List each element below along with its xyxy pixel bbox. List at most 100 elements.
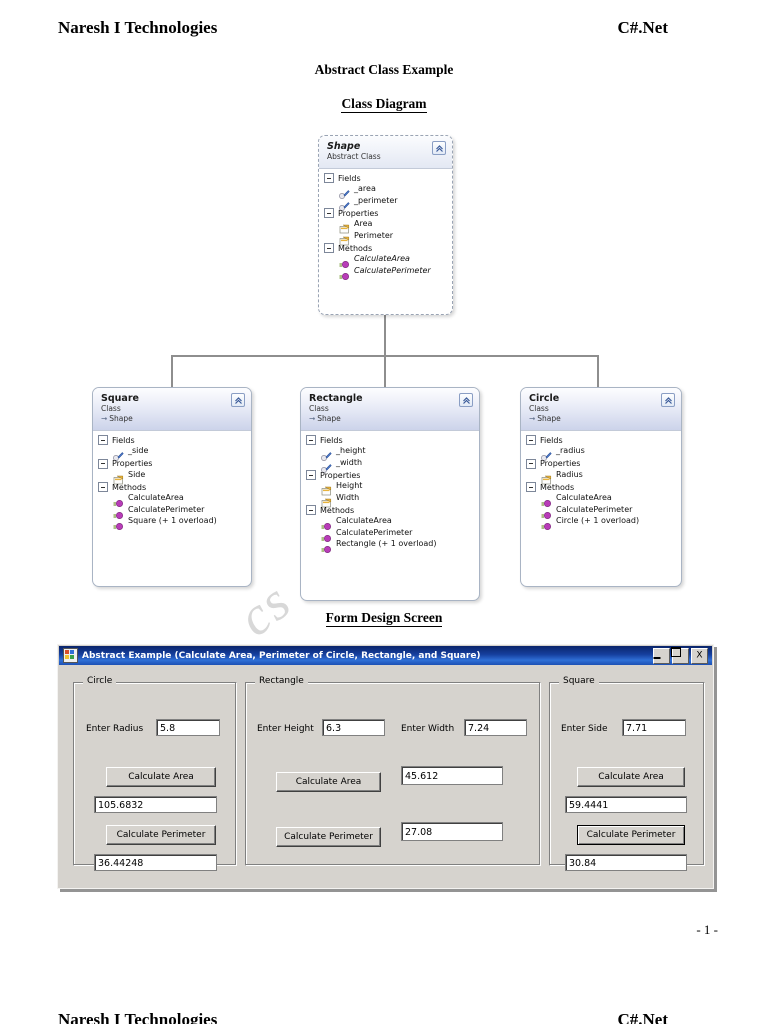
member-label: Radius	[556, 469, 583, 479]
member-label: _height	[336, 446, 366, 455]
member-row[interactable]: CalculatePerimeter	[319, 266, 452, 280]
class-name: Rectangle	[309, 393, 363, 404]
groupbox-circle: Circle Enter Radius 5.8 Calculate Area 1…	[73, 676, 237, 871]
expander-icon[interactable]	[324, 173, 334, 183]
expander-icon[interactable]	[526, 458, 536, 469]
expander-icon[interactable]	[98, 458, 108, 469]
button-square-area[interactable]: Calculate Area	[577, 767, 685, 787]
section-label: Fields	[320, 435, 343, 445]
expander-icon[interactable]	[306, 505, 316, 515]
output-rectangle-perimeter[interactable]: 27.08	[401, 822, 503, 841]
section-label: Methods	[338, 243, 373, 253]
minimize-button[interactable]	[653, 647, 670, 664]
expander-icon[interactable]	[526, 482, 536, 492]
button-square-perimeter[interactable]: Calculate Perimeter	[577, 825, 685, 845]
member-row[interactable]: CalculatePerimeter	[301, 528, 479, 542]
member-row[interactable]: CalculateArea	[521, 493, 681, 508]
button-rectangle-perimeter[interactable]: Calculate Perimeter	[276, 827, 381, 847]
input-width[interactable]: 7.24	[464, 719, 527, 736]
output-square-area[interactable]: 59.4441	[565, 796, 687, 813]
output-circle-area[interactable]: 105.6832	[94, 796, 217, 813]
input-side[interactable]: 7.71	[622, 719, 686, 736]
section-properties[interactable]: Properties	[93, 458, 251, 470]
expander-icon[interactable]	[306, 470, 316, 480]
section-methods[interactable]: Methods	[319, 242, 452, 254]
section-methods[interactable]: Methods	[301, 504, 479, 516]
button-rectangle-area[interactable]: Calculate Area	[276, 772, 381, 792]
expander-icon[interactable]	[324, 243, 334, 253]
class-box-rectangle[interactable]: Rectangle Class ⇾Shape Fields _height	[300, 387, 480, 601]
button-circle-perimeter[interactable]: Calculate Perimeter	[106, 825, 216, 845]
section-methods[interactable]: Methods	[93, 481, 251, 493]
member-row[interactable]: CalculateArea	[301, 516, 479, 531]
member-row[interactable]: _side	[93, 446, 251, 462]
section-properties[interactable]: Properties	[319, 207, 452, 219]
member-label: Circle (+ 1 overload)	[556, 516, 640, 525]
output-square-perimeter[interactable]: 30.84	[565, 854, 687, 871]
member-label: Area	[354, 219, 373, 228]
section-methods[interactable]: Methods	[521, 481, 681, 493]
member-row[interactable]: Width	[301, 493, 479, 508]
member-row[interactable]: Area	[319, 219, 452, 234]
class-box-square[interactable]: Square Class ⇾Shape Fields _side	[92, 387, 252, 587]
output-circle-perimeter[interactable]: 36.44248	[94, 854, 217, 871]
member-row[interactable]: Radius	[521, 469, 681, 485]
member-row[interactable]: _area	[319, 184, 452, 200]
class-box-circle[interactable]: Circle Class ⇾Shape Fields _radius	[520, 387, 682, 587]
member-row[interactable]: CalculateArea	[319, 254, 452, 269]
section-fields[interactable]: Fields	[93, 434, 251, 446]
member-row[interactable]: Rectangle (+ 1 overload)	[301, 539, 479, 554]
field-icon	[339, 184, 350, 200]
button-circle-area[interactable]: Calculate Area	[106, 767, 216, 787]
section-properties[interactable]: Properties	[521, 458, 681, 470]
section-fields[interactable]: Fields	[521, 434, 681, 446]
member-row[interactable]: _height	[301, 446, 479, 462]
property-icon	[321, 481, 332, 496]
close-button[interactable]: X	[691, 647, 708, 664]
member-row[interactable]: Height	[301, 481, 479, 496]
expander-icon[interactable]	[324, 208, 334, 218]
collapse-icon[interactable]	[661, 393, 675, 407]
member-row[interactable]: _width	[301, 458, 479, 473]
application-window: Abstract Example (Calculate Area, Perime…	[57, 644, 714, 889]
member-row[interactable]: Circle (+ 1 overload)	[521, 516, 681, 531]
member-label: CalculateArea	[336, 516, 392, 525]
member-row[interactable]: Side	[93, 470, 251, 485]
member-row[interactable]: _radius	[521, 446, 681, 462]
class-name: Circle	[529, 393, 560, 404]
class-kind: Class	[529, 404, 549, 413]
section-label: Properties	[338, 208, 379, 218]
label-enter-width: Enter Width	[401, 724, 455, 734]
class-base-label: Shape	[317, 414, 341, 423]
expander-icon[interactable]	[98, 482, 108, 492]
member-row[interactable]: Square (+ 1 overload)	[93, 516, 251, 531]
method-icon	[541, 516, 552, 531]
connector-drop-rectangle	[384, 355, 386, 387]
section-fields[interactable]: Fields	[301, 434, 479, 446]
output-rectangle-area[interactable]: 45.612	[401, 766, 503, 785]
window-titlebar[interactable]: Abstract Example (Calculate Area, Perime…	[59, 646, 712, 665]
collapse-icon[interactable]	[459, 393, 473, 407]
class-body-circle: Fields _radius Properties Radius Methods	[521, 431, 681, 533]
member-label: CalculateArea	[354, 254, 410, 263]
input-radius[interactable]: 5.8	[156, 719, 220, 736]
class-box-shape[interactable]: Shape Abstract Class Fields _area _perim…	[318, 135, 453, 315]
collapse-icon[interactable]	[432, 141, 446, 155]
member-row[interactable]: _perimeter	[319, 196, 452, 211]
section-properties[interactable]: Properties	[301, 469, 479, 481]
expander-icon[interactable]	[526, 435, 536, 445]
groupbox-rectangle: Rectangle Enter Height 6.3 Enter Width 7…	[245, 676, 541, 866]
expander-icon[interactable]	[98, 435, 108, 445]
section-fields[interactable]: Fields	[319, 172, 452, 184]
member-row[interactable]: CalculateArea	[93, 493, 251, 508]
member-row[interactable]: CalculatePerimeter	[93, 505, 251, 519]
expander-icon[interactable]	[306, 435, 316, 445]
member-label: Perimeter	[354, 230, 394, 240]
maximize-button[interactable]	[671, 646, 689, 664]
member-row[interactable]: Perimeter	[319, 230, 452, 246]
input-height[interactable]: 6.3	[322, 719, 385, 736]
member-row[interactable]: CalculatePerimeter	[521, 505, 681, 519]
method-icon	[113, 516, 124, 531]
collapse-icon[interactable]	[231, 393, 245, 407]
form-client-area: Circle Enter Radius 5.8 Calculate Area 1…	[59, 666, 712, 887]
